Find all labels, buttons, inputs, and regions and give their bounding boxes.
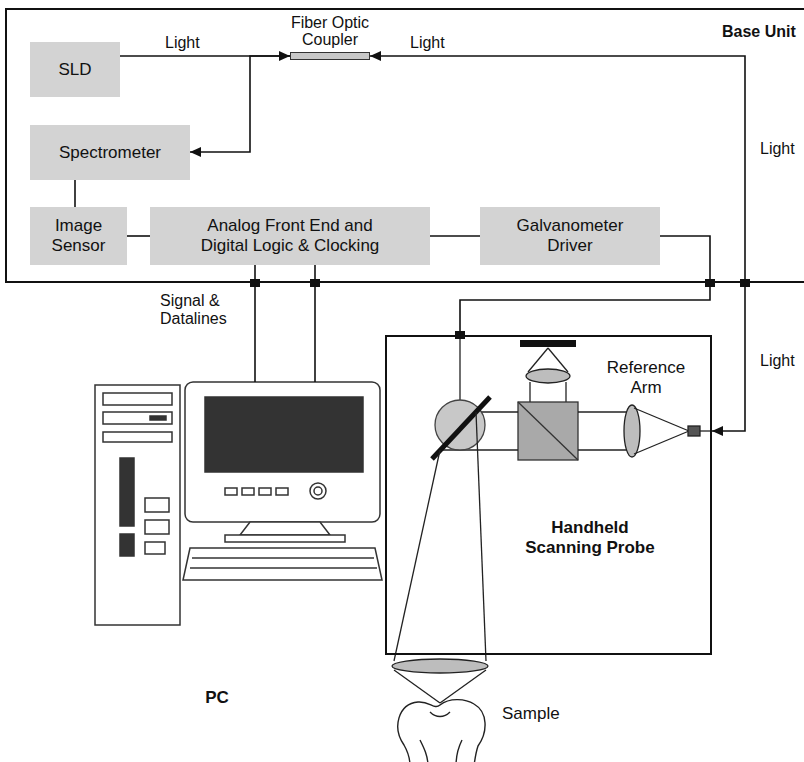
- box-label: SLD: [58, 60, 91, 80]
- image-sensor-box: Image Sensor: [30, 207, 127, 265]
- connector: [75, 180, 76, 207]
- fiber-coupler: Fiber Optic Coupler: [290, 52, 370, 60]
- box-label: Galvanometer Driver: [505, 216, 635, 256]
- arrow-head: [190, 147, 201, 157]
- connector-line: [430, 235, 480, 237]
- edge-label: Light: [163, 34, 202, 52]
- annotation-label: Light: [758, 352, 797, 370]
- spectrometer-box: Spectrometer: [30, 125, 190, 180]
- light-source-box: SLD: [30, 42, 120, 97]
- box-label: Spectrometer: [59, 143, 161, 163]
- edge-label: Signal & Datalines: [158, 292, 254, 328]
- connector-line: [74, 180, 76, 207]
- base-unit-housing: Base UnitSLD Fiber Optic CouplerSpectrome…: [5, 8, 804, 283]
- port-connector: [250, 279, 750, 339]
- computer: PC: [85, 382, 385, 712]
- connector-line: [190, 56, 290, 152]
- connector: [430, 236, 480, 237]
- computer-label: PC: [192, 688, 242, 708]
- annotation-label: Sample: [500, 704, 562, 724]
- connector-line: [127, 235, 150, 237]
- tooth-sample: [398, 700, 485, 762]
- probe-optics: [392, 339, 712, 703]
- housing-title: Handheld Scanning Probe: [520, 518, 660, 558]
- annotation-label: Light: [758, 140, 797, 158]
- arrow-head: [370, 51, 381, 61]
- connector: [127, 236, 150, 237]
- computer-illustration: [95, 382, 382, 625]
- housing-title: Base Unit: [722, 22, 796, 42]
- driver-box: Galvanometer Driver: [480, 207, 660, 265]
- box-label: Image Sensor: [36, 216, 121, 256]
- annotation-label: Reference Arm: [596, 358, 696, 398]
- arrow-head: [712, 426, 723, 436]
- connector: [190, 56, 290, 157]
- coupler-label: Fiber Optic Coupler: [275, 14, 385, 48]
- edge-label: Light: [408, 34, 447, 52]
- box-label: Analog Front End and Digital Logic & Clo…: [183, 216, 398, 256]
- electronics-box: Analog Front End and Digital Logic & Clo…: [150, 207, 430, 265]
